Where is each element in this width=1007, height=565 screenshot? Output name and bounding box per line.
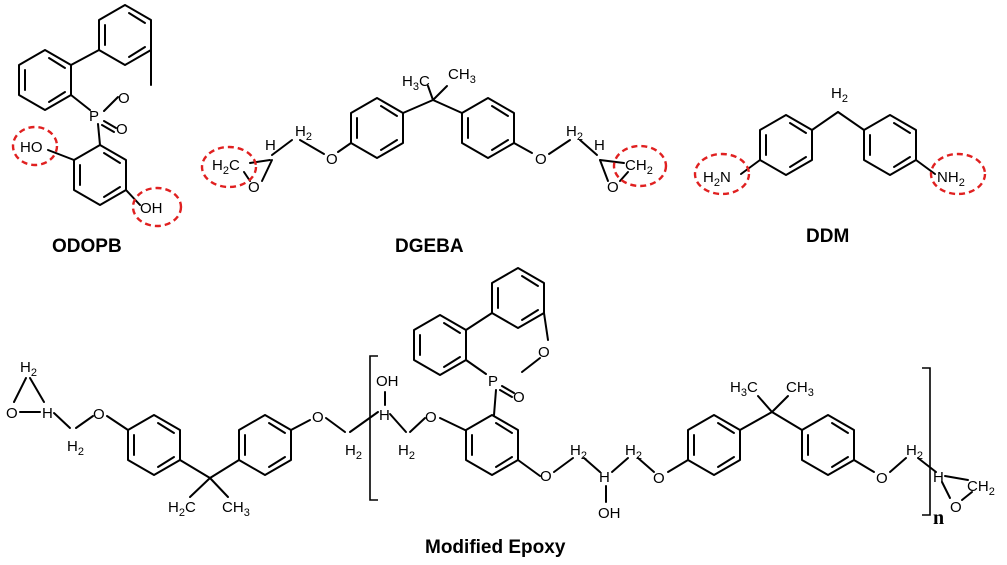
me-ether-o-c: O: [425, 409, 437, 426]
modified-epoxy-molecule: H2 O H H2 O H2C CH3 O H2 OH H H2 O: [6, 267, 995, 529]
me-ch2-f: H2: [906, 442, 923, 462]
odopb-phosphorus: P: [89, 108, 99, 125]
label-modified-epoxy: Modified Epoxy: [425, 537, 566, 558]
ddm-right-highlight: [929, 152, 987, 196]
me-ether-o-e: O: [653, 470, 665, 487]
dgeba-right-highlight: [612, 144, 668, 188]
odopb-oh-label: OH: [140, 200, 163, 217]
dgeba-epoxide-o-right: O: [607, 179, 619, 196]
ddm-ch2: H2: [831, 85, 848, 105]
odopb-po-oxygen: O: [116, 121, 128, 138]
me-oh-a: OH: [376, 373, 399, 390]
me-ch2-a: H2: [67, 438, 84, 458]
me-ch3-b: CH3: [222, 499, 250, 519]
me-dopo-o: O: [538, 344, 550, 361]
ddm-amine-left: H2N: [703, 169, 731, 189]
label-ddm: DDM: [806, 226, 849, 247]
me-repeat-n: n: [933, 507, 944, 529]
dgeba-epoxide-ch2-right: CH2: [625, 157, 653, 177]
odopb-molecule: O P O HO OH: [11, 4, 183, 228]
me-ch2-c: H2: [398, 442, 415, 462]
me-ether-o-b: O: [312, 409, 324, 426]
me-epoxide-ch2: H2: [20, 359, 37, 379]
me-ch2-d: H2: [570, 442, 587, 462]
me-epoxide-ch2-end: CH2: [967, 478, 995, 498]
me-epoxide-o-end: O: [950, 499, 962, 516]
odopb-oxygen: O: [118, 90, 130, 107]
me-ether-o-d: O: [540, 468, 552, 485]
me-dopo-p: P: [488, 373, 498, 390]
dgeba-left-highlight: [200, 145, 258, 189]
dgeba-ch-right: H: [594, 137, 605, 154]
me-ch2-e: H2: [625, 442, 642, 462]
dgeba-ether-o-left: O: [326, 151, 338, 168]
dgeba-epoxide-ch2-left: H2C: [212, 157, 240, 177]
dgeba-ch2-right: H2: [566, 123, 583, 143]
me-ch3-c: H3C: [730, 379, 758, 399]
dgeba-ch-left: H: [265, 137, 276, 154]
me-ether-o-a: O: [93, 406, 105, 423]
me-ch-b: H: [599, 469, 610, 486]
me-epoxide-o: O: [6, 405, 18, 422]
me-ch2-b: H2: [345, 442, 362, 462]
me-ch3-a: H2C: [168, 499, 196, 519]
label-dgeba: DGEBA: [395, 236, 464, 257]
ddm-left-highlight: [693, 152, 751, 196]
me-epoxide-ch: H: [42, 405, 53, 422]
dgeba-ch2-left: H2: [295, 123, 312, 143]
dgeba-molecule: H3C CH3 O H2 H H2C O O H2 H CH2 O: [200, 66, 668, 196]
me-oh-b: OH: [598, 505, 621, 522]
me-ch3-d: CH3: [786, 379, 814, 399]
label-odopb: ODOPB: [52, 236, 122, 257]
me-dopo-po-o: O: [513, 389, 525, 406]
ddm-molecule: H2 H2N NH2: [693, 85, 987, 196]
dgeba-epoxide-o-left: O: [248, 179, 260, 196]
me-ch-c: H: [933, 469, 944, 486]
ddm-amine-right: NH2: [937, 169, 965, 189]
dgeba-ch3-left: H3C: [402, 73, 430, 93]
odopb-ho-highlight: [11, 125, 59, 167]
odopb-oh-highlight: [131, 186, 183, 228]
dgeba-ch3-right: CH3: [448, 66, 476, 86]
dgeba-ether-o-right: O: [535, 151, 547, 168]
me-ch-a: H: [379, 407, 390, 424]
odopb-ho-label: HO: [20, 139, 43, 156]
me-ether-o-f: O: [876, 470, 888, 487]
